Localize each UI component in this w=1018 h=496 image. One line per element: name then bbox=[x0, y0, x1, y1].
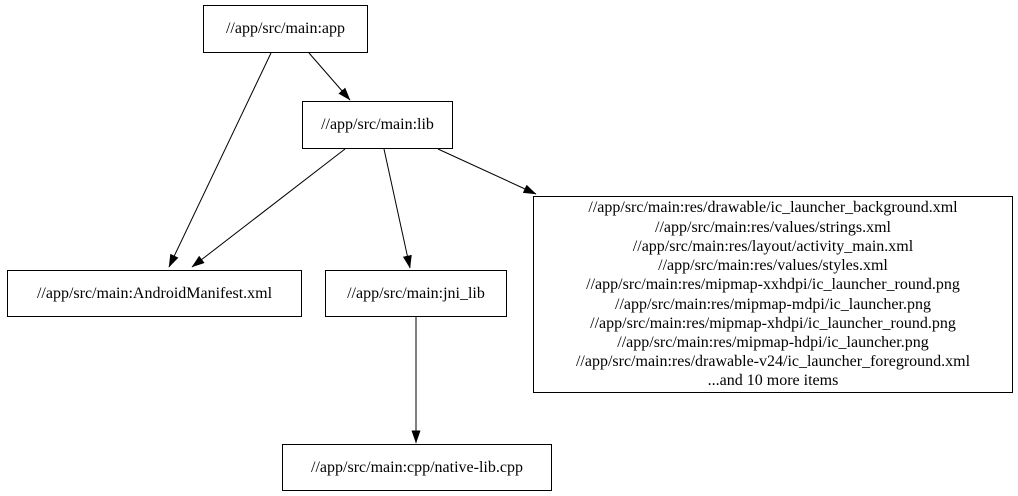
res-group-line: //app/src/main:res/drawable/ic_launcher_… bbox=[588, 199, 958, 217]
res-group-line: //app/src/main:res/mipmap-xxhdpi/ic_laun… bbox=[586, 276, 960, 294]
res-group-more-items: ...and 10 more items bbox=[707, 372, 839, 390]
res-group-line: //app/src/main:res/mipmap-xhdpi/ic_launc… bbox=[590, 314, 956, 332]
res-group-line: //app/src/main:res/mipmap-hdpi/ic_launch… bbox=[617, 333, 929, 351]
edge-lib-to-res-group bbox=[437, 148, 537, 195]
res-group-line: //app/src/main:res/values/styles.xml bbox=[658, 257, 888, 275]
node-jni-lib-label: //app/src/main:jni_lib bbox=[347, 284, 485, 302]
node-native-lib-cpp-label: //app/src/main:cpp/native-lib.cpp bbox=[311, 458, 523, 476]
res-group-line: //app/src/main:res/values/strings.xml bbox=[655, 218, 891, 236]
res-group-line: //app/src/main:res/layout/activity_main.… bbox=[632, 237, 914, 255]
res-group-line: //app/src/main:res/drawable-v24/ic_launc… bbox=[575, 353, 971, 371]
node-android-manifest: //app/src/main:AndroidManifest.xml bbox=[7, 270, 302, 317]
node-res-group: //app/src/main:res/drawable/ic_launcher_… bbox=[533, 196, 1013, 393]
edge-app-to-lib bbox=[308, 52, 351, 101]
node-app-label: //app/src/main:app bbox=[225, 20, 346, 38]
node-android-manifest-label: //app/src/main:AndroidManifest.xml bbox=[36, 284, 273, 302]
node-app: //app/src/main:app bbox=[203, 5, 368, 53]
node-jni-lib: //app/src/main:jni_lib bbox=[325, 270, 507, 317]
edge-app-to-manifest bbox=[168, 52, 272, 268]
edge-lib-to-jni-lib bbox=[383, 148, 412, 269]
edge-lib-to-manifest bbox=[191, 148, 346, 268]
node-native-lib-cpp: //app/src/main:cpp/native-lib.cpp bbox=[282, 444, 552, 491]
node-lib: //app/src/main:lib bbox=[302, 101, 453, 149]
node-lib-label: //app/src/main:lib bbox=[321, 116, 434, 134]
res-group-line: //app/src/main:res/mipmap-mdpi/ic_launch… bbox=[615, 295, 931, 313]
